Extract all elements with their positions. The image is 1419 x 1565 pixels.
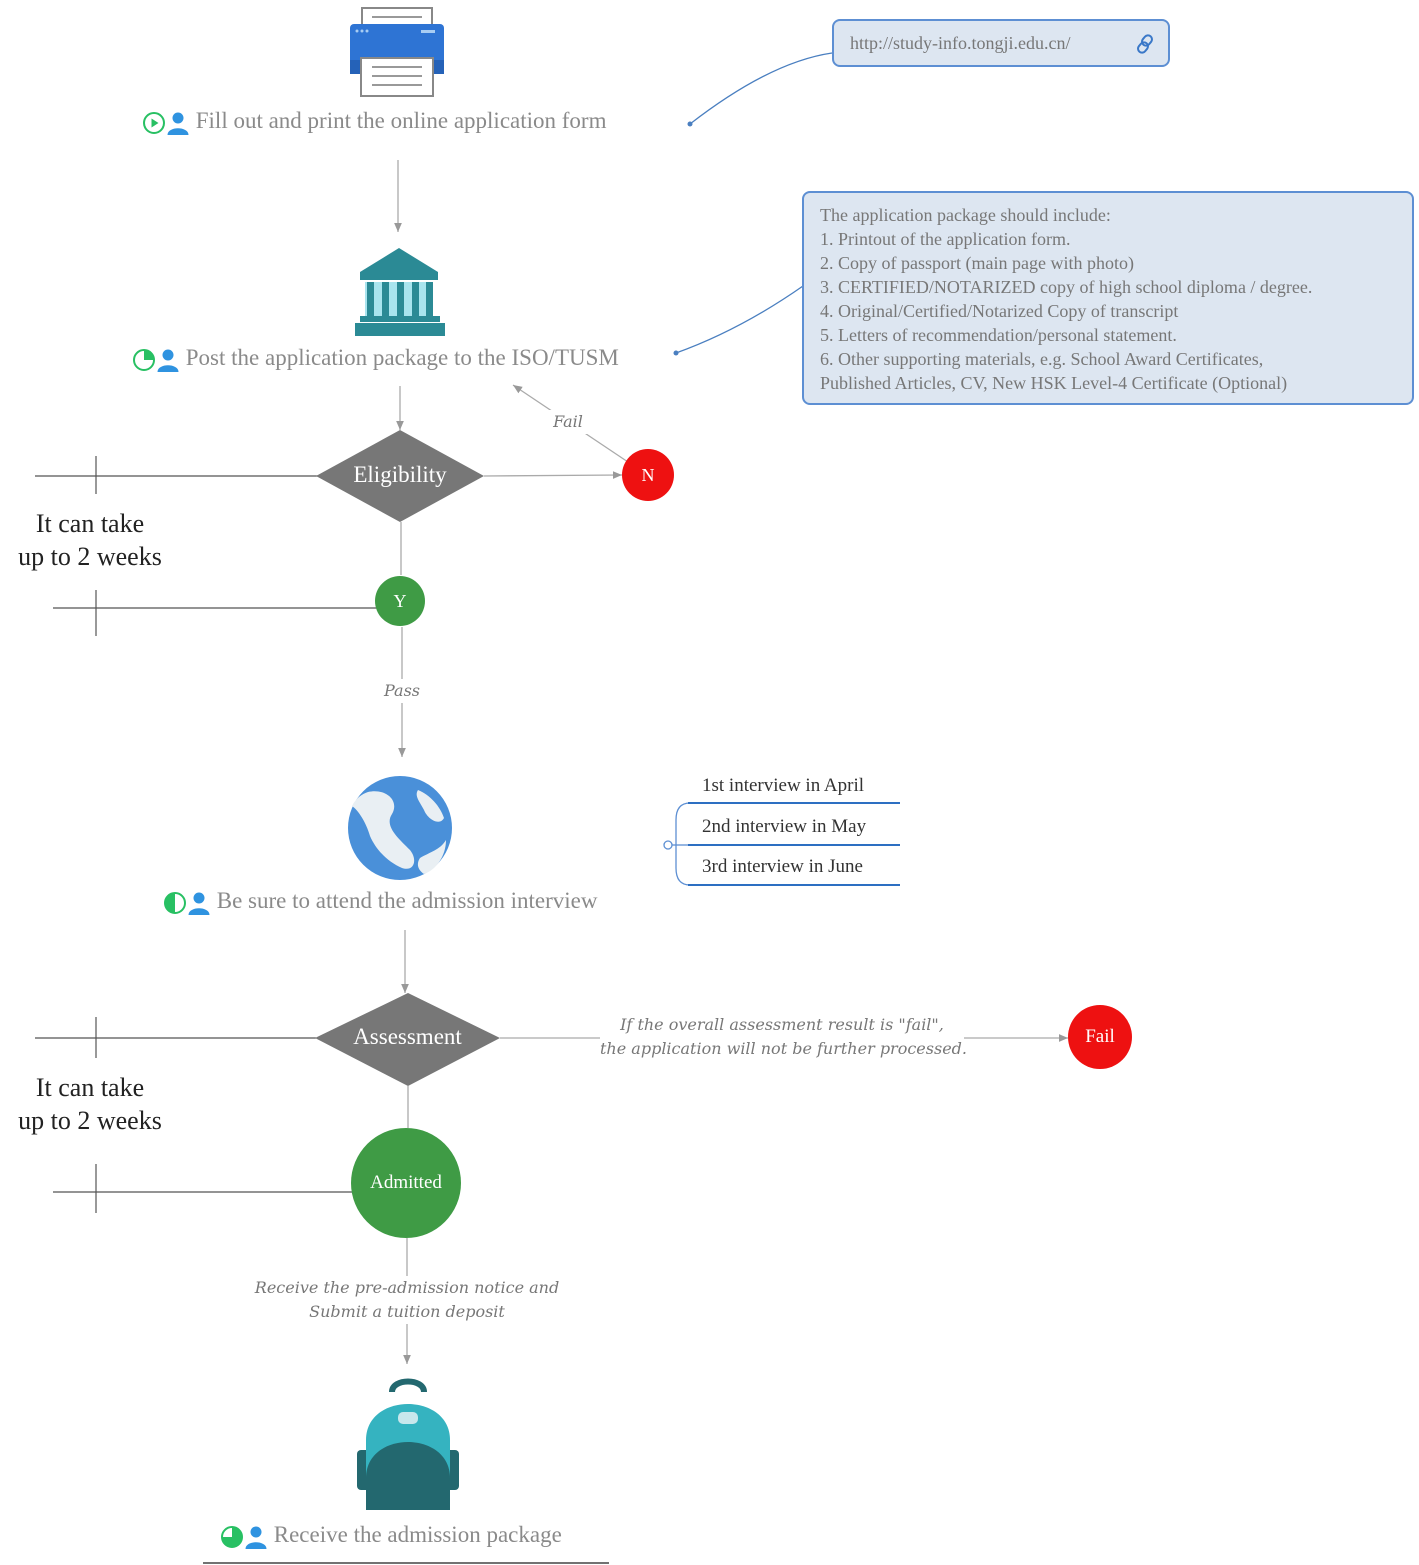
edge-label-line: Submit a tuition deposit <box>309 1302 505 1321</box>
package-note-line: 6. Other supporting materials, e.g. Scho… <box>820 349 1264 369</box>
package-note-line: 4. Original/Certified/Notarized Copy of … <box>820 301 1179 321</box>
step-attend-interview[interactable]: Be sure to attend the admission intervie… <box>163 888 597 915</box>
person-icon <box>188 892 210 915</box>
duration-line: It can take <box>35 1073 145 1102</box>
edge-eligibility-to-n <box>483 471 623 479</box>
progress-quarter-icon <box>133 348 155 371</box>
timeline-markers <box>35 456 378 1213</box>
step-fill-form[interactable]: Fill out and print the online applicatio… <box>142 108 606 135</box>
play-circle-icon <box>143 111 165 134</box>
edge-label-pass: Pass <box>372 679 432 703</box>
person-icon <box>167 112 189 135</box>
package-note-line: 3. CERTIFIED/NOTARIZED copy of high scho… <box>820 277 1313 297</box>
step-receive-package-label: Receive the admission package <box>273 1522 562 1547</box>
globe-icon <box>348 776 452 880</box>
eligibility-diamond[interactable] <box>316 430 484 522</box>
edge-note-to-form <box>689 52 833 125</box>
edge-label-assessment-fail: If the overall assessment result is "fai… <box>600 1013 967 1061</box>
step-fill-form-label: Fill out and print the online applicatio… <box>195 108 607 133</box>
package-note-line: 1. Printout of the application form. <box>820 229 1071 249</box>
edge-label-line: Receive the pre-admission notice and <box>254 1278 560 1297</box>
duration-note-first: It can take up to 2 weeks <box>0 507 180 573</box>
duration-note-second: It can take up to 2 weeks <box>0 1071 180 1137</box>
interview-item: 1st interview in April <box>702 775 865 796</box>
link-note[interactable]: http://study-info.tongji.edu.cn/ <box>832 19 1170 67</box>
person-icon <box>245 1526 267 1549</box>
link-icon[interactable] <box>1134 33 1156 55</box>
duration-line: up to 2 weeks <box>18 1106 162 1135</box>
package-note-line: The application package should include: <box>820 205 1111 225</box>
package-note-line: 5. Letters of recommendation/personal st… <box>820 325 1177 345</box>
eligibility-label: Eligibility <box>353 462 447 487</box>
outcome-admitted-circle[interactable] <box>351 1128 461 1238</box>
edge-label-deposit: Receive the pre-admission notice and Sub… <box>250 1276 564 1324</box>
edge-label-fail: Fail <box>538 410 598 434</box>
step-post-package[interactable]: Post the application package to the ISO/… <box>132 345 619 372</box>
bank-icon <box>355 248 445 336</box>
duration-line: up to 2 weeks <box>18 542 162 571</box>
outcome-no-circle[interactable] <box>622 449 674 501</box>
printer-icon <box>350 7 444 97</box>
duration-line: It can take <box>35 509 145 538</box>
package-note-line: Published Articles, CV, New HSK Level-4 … <box>820 373 1288 393</box>
assessment-diamond[interactable] <box>315 993 500 1086</box>
outcome-no-label: N <box>641 465 655 485</box>
outcome-fail-label: Fail <box>1085 1026 1115 1047</box>
outcome-fail-circle[interactable] <box>1068 1005 1132 1069</box>
assessment-label: Assessment <box>353 1024 462 1049</box>
edge-label-line: the application will not be further proc… <box>600 1039 967 1058</box>
outcome-yes-circle[interactable] <box>375 576 425 626</box>
link-url[interactable]: http://study-info.tongji.edu.cn/ <box>850 33 1071 53</box>
interview-bracket <box>663 802 900 886</box>
interview-item: 3rd interview in June <box>702 856 863 877</box>
package-note: The application package should include: … <box>802 191 1414 405</box>
interview-item: 2nd interview in May <box>702 816 867 837</box>
progress-half-icon <box>164 891 186 914</box>
backpack-icon <box>357 1378 459 1510</box>
edge-label-line: If the overall assessment result is "fai… <box>620 1015 944 1034</box>
outcome-yes-label: Y <box>393 591 407 611</box>
progress-three-quarter-icon <box>221 1525 243 1548</box>
person-icon <box>157 349 179 372</box>
step-attend-interview-label: Be sure to attend the admission intervie… <box>216 888 598 913</box>
step-post-package-label: Post the application package to the ISO/… <box>185 345 619 370</box>
step-receive-package[interactable]: Receive the admission package <box>220 1522 562 1549</box>
outcome-admitted-label: Admitted <box>370 1172 442 1193</box>
package-note-line: 2. Copy of passport (main page with phot… <box>820 253 1134 273</box>
edge-note-to-package <box>675 285 804 354</box>
